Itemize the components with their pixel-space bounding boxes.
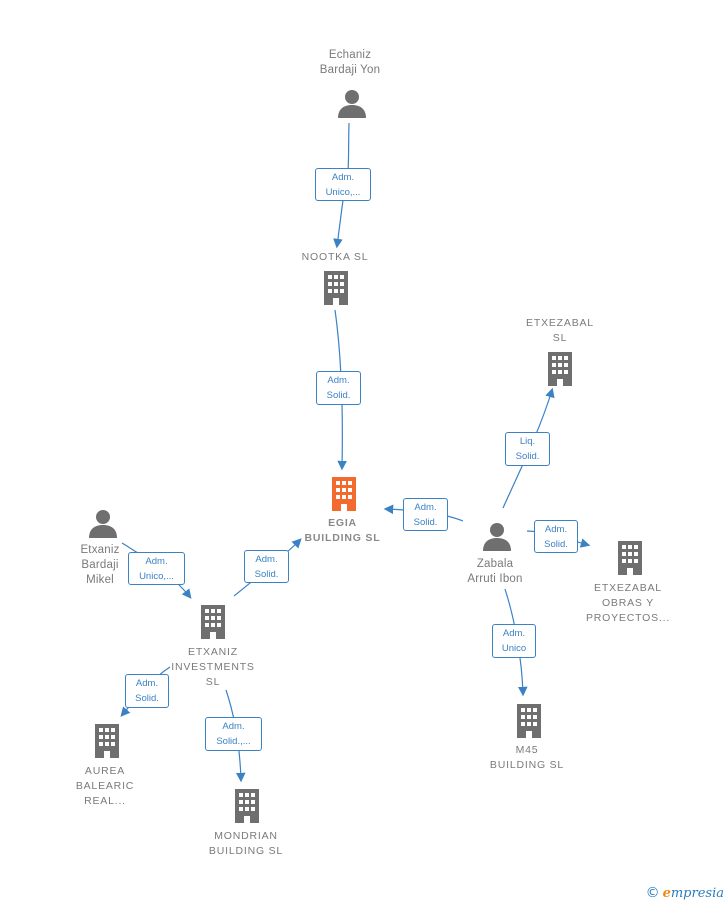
building-icon[interactable]	[324, 271, 348, 305]
node-label-echaniz[interactable]: Echaniz Bardaji Yon	[319, 49, 381, 76]
edge-label-zabala-egia[interactable]: Adm. Solid.	[403, 498, 448, 531]
brand-name: mpresia	[670, 886, 724, 901]
edge-label-echaniz-nootka[interactable]: Adm. Unico,...	[315, 168, 371, 201]
edge-label-investments-egia[interactable]: Adm. Solid.	[244, 550, 289, 583]
building-icon[interactable]	[95, 724, 119, 758]
node-label-etxezabal[interactable]: ETXEZABAL SL	[526, 317, 594, 344]
brand-initial: e	[662, 886, 671, 901]
node-label-etxaniz-mikel[interactable]: Etxaniz Bardaji Mikel	[80, 544, 120, 586]
edge-label-nootka-egia[interactable]: Adm. Solid.	[316, 371, 361, 405]
node-label-aurea[interactable]: AUREA BALEARIC REAL...	[75, 765, 135, 807]
footer-brand: ©empresia	[646, 885, 724, 901]
building-icon[interactable]	[517, 704, 541, 738]
node-label-mondrian[interactable]: MONDRIAN BUILDING SL	[208, 830, 284, 857]
node-label-etxezabal-obras[interactable]: ETXEZABAL OBRAS Y PROYECTOS...	[585, 582, 671, 624]
node-label-egia[interactable]: EGIA BUILDING SL	[304, 517, 381, 544]
building-icon[interactable]	[332, 477, 356, 511]
edge-label-investments-mondrian[interactable]: Adm. Solid.,...	[205, 717, 262, 751]
node-label-zabala[interactable]: Zabala Arruti Ibon	[467, 558, 523, 585]
person-icon[interactable]	[483, 523, 511, 551]
person-icon[interactable]	[89, 510, 117, 538]
node-label-m45[interactable]: M45 BUILDING SL	[489, 744, 565, 771]
node-label-nootka[interactable]: NOOTKA SL	[301, 251, 369, 263]
node-label-etxaniz-investments[interactable]: ETXANIZ INVESTMENTS SL	[171, 646, 255, 688]
edge-label-zabala-obras[interactable]: Adm. Solid.	[534, 520, 578, 553]
edge-label-zabala-m45[interactable]: Adm. Unico	[492, 624, 536, 658]
edge-label-investments-aurea[interactable]: Adm. Solid.	[125, 674, 169, 708]
edge-echaniz-nootka-arrow	[333, 199, 344, 249]
person-icon[interactable]	[338, 90, 366, 118]
building-icon[interactable]	[201, 605, 225, 639]
edge-label-mikel-investments[interactable]: Adm. Unico,...	[128, 552, 185, 585]
building-icon[interactable]	[548, 352, 572, 386]
copyright-icon: ©	[645, 885, 660, 901]
edge-label-zabala-etxezabal[interactable]: Liq. Solid.	[505, 432, 550, 466]
building-icon[interactable]	[618, 541, 642, 575]
building-icon[interactable]	[235, 789, 259, 823]
